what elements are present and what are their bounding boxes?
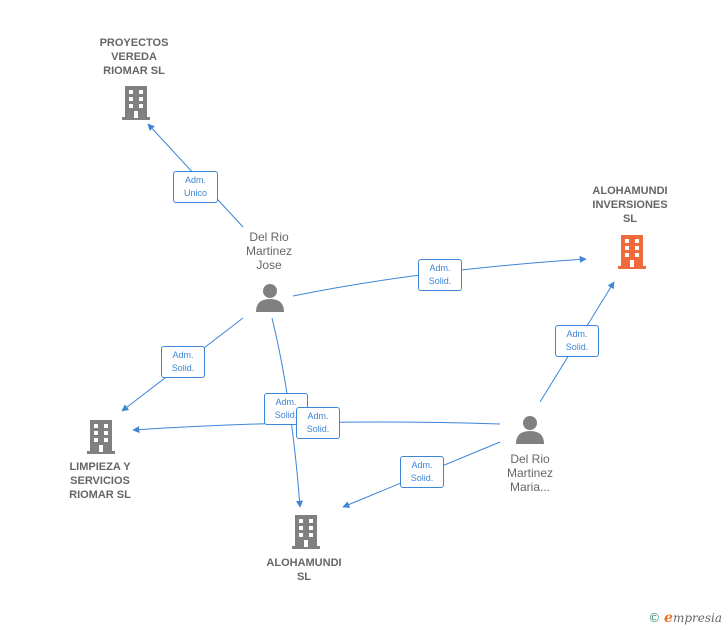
building-icon: [122, 86, 150, 120]
edge-label: Adm. Solid.: [400, 456, 444, 488]
brand-name: mpresia: [672, 611, 722, 625]
building-icon: [292, 515, 320, 549]
node-label-maria[interactable]: Del Rio Martinez Maria...: [506, 452, 553, 494]
edge-label: Adm. Solid.: [555, 325, 599, 357]
edge-label: Adm. Solid.: [418, 259, 462, 291]
building-icon: [618, 235, 646, 269]
node-label-limpieza[interactable]: LIMPIEZA Y SERVICIOS RIOMAR SL: [69, 461, 131, 501]
edge-label: Adm. Solid.: [296, 407, 340, 439]
building-icon: [87, 420, 115, 454]
node-label-alohamundi-inversiones[interactable]: ALOHAMUNDI INVERSIONES SL: [592, 185, 668, 225]
person-icon: [516, 416, 544, 444]
copyright-icon: ©: [648, 611, 661, 625]
brand-logo[interactable]: © empresia: [648, 610, 722, 626]
edge-label: Adm. Unico: [173, 171, 218, 203]
brand-e: e: [664, 610, 673, 626]
edge-label: Adm. Solid.: [161, 346, 205, 378]
node-label-jose[interactable]: Del Rio Martinez Jose: [245, 230, 292, 272]
node-label-proyectos[interactable]: PROYECTOS VEREDA RIOMAR SL: [99, 37, 169, 77]
person-icon: [256, 284, 284, 312]
node-label-alohamundi[interactable]: ALOHAMUNDI SL: [266, 557, 342, 583]
